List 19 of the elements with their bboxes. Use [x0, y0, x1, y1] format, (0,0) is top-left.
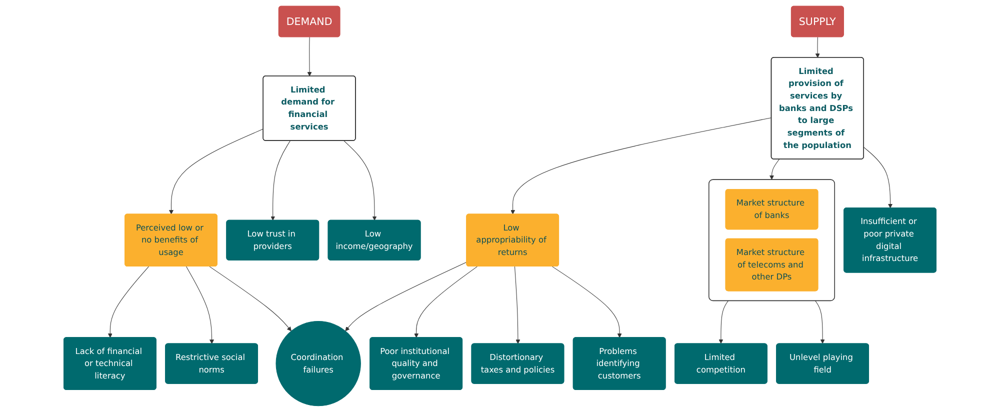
arrow	[344, 140, 377, 221]
arrow	[814, 300, 825, 344]
arrow	[552, 266, 622, 338]
arrow	[770, 158, 780, 180]
arrow	[186, 266, 214, 344]
arrow	[209, 266, 292, 332]
arrow	[815, 36, 820, 58]
arrow	[307, 36, 312, 76]
node-circle: Coordination failures	[276, 320, 361, 406]
arrow	[270, 140, 290, 221]
arrow	[864, 147, 893, 208]
arrow	[414, 266, 478, 338]
arrow	[510, 117, 772, 214]
arrow	[169, 128, 264, 214]
arrow	[345, 262, 467, 332]
arrow	[718, 300, 729, 344]
cluster	[708, 179, 835, 302]
arrow	[108, 266, 149, 338]
arrow	[514, 266, 520, 344]
